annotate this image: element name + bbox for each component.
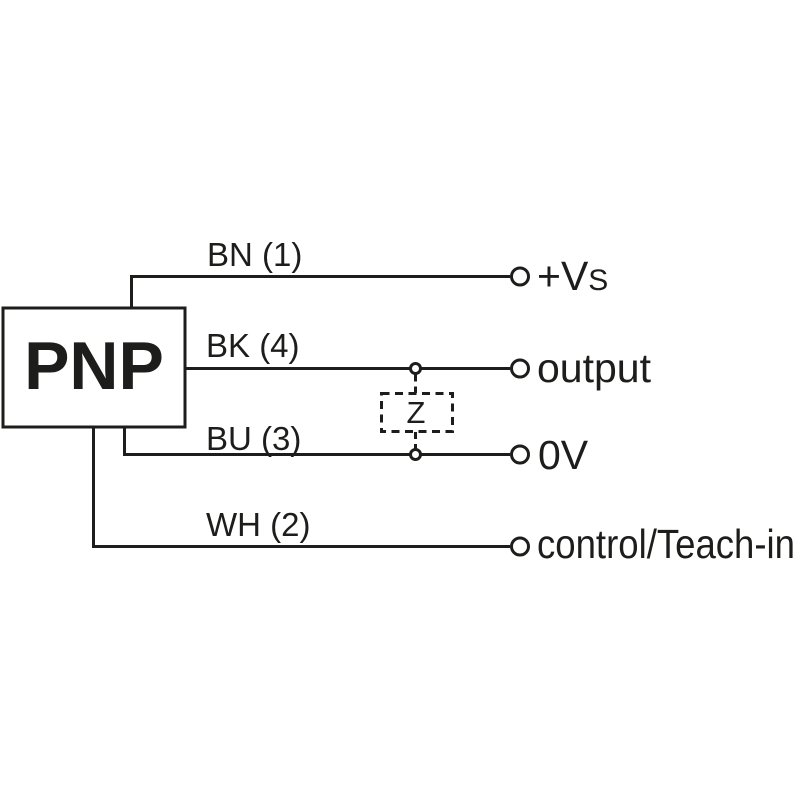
terminal-label-control: control/Teach-in xyxy=(537,521,795,567)
terminal-label-0v: 0V xyxy=(538,432,589,478)
terminal-label-vs-main: +V xyxy=(537,253,589,299)
bn-terminal-circle xyxy=(510,266,530,287)
device-label: PNP xyxy=(24,328,164,404)
wire-label-wh: WH (2) xyxy=(206,506,310,543)
terminal-label-vs-subscript: S xyxy=(588,264,608,297)
wire-label-bk: BK (4) xyxy=(206,327,300,364)
terminal-label-output: output xyxy=(537,345,652,391)
wire-label-bn: BN (1) xyxy=(207,236,302,273)
wire-label-bu: BU (3) xyxy=(206,420,301,457)
wire-bu-left xyxy=(123,426,411,456)
wire-bn xyxy=(130,275,510,309)
bu-junction-circle xyxy=(409,448,422,461)
load-label: Z xyxy=(407,395,426,430)
bu-terminal-circle xyxy=(510,444,530,465)
terminal-label-vs: +VS xyxy=(537,253,608,299)
bk-junction-circle xyxy=(409,362,422,375)
wire-wh xyxy=(92,426,510,548)
bk-terminal-circle xyxy=(510,358,530,379)
wh-terminal-circle xyxy=(510,536,530,557)
